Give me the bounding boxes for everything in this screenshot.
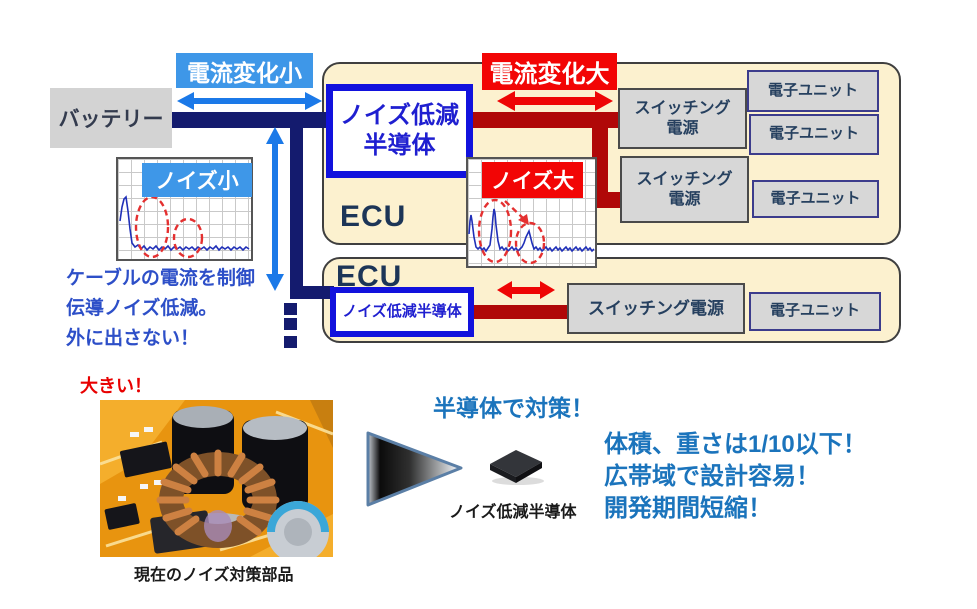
cable-note-line1: ケーブルの電流を制御: [66, 268, 255, 289]
size-label: 大きい！: [80, 376, 152, 396]
battery-cable-stub: [290, 286, 334, 299]
noise-large-label: ノイズ大: [482, 162, 583, 198]
double-arrow-vertical-blue-icon: [266, 127, 284, 291]
switching-power-3-box: スイッチング電源: [567, 283, 745, 334]
benefits-list: 体積、重さは1/10以下！ 広帯域で設計容易！ 開発期間短縮！: [604, 429, 867, 525]
current-change-small-label: 電流変化小: [176, 53, 313, 88]
switching-power-2-box: スイッチング 電源: [620, 156, 749, 223]
battery-label: バッテリー: [58, 108, 164, 131]
noise-semiconductor-small-box: ノイズ低減半導体: [330, 287, 474, 337]
benefit-line2: 広帯域で設計容易！: [604, 463, 820, 490]
switching-power-2-line1: スイッチング: [636, 170, 733, 188]
electronic-unit-1-box: 電子ユニット: [747, 70, 879, 112]
pcb-photo: [100, 400, 333, 557]
cable-note: ケーブルの電流を制御 伝導ノイズ低減。 外に出さない！: [66, 264, 255, 354]
switching-power-2-line2: 電源: [668, 190, 701, 208]
double-arrow-small-red-icon: [497, 281, 555, 299]
noisy-cable-horizontal-1: [466, 112, 622, 128]
switching-power-1-box: スイッチング 電源: [618, 88, 747, 149]
photo-caption: 現在のノイズ対策部品: [134, 567, 294, 584]
switching-power-1-line2: 電源: [666, 119, 699, 137]
cable-dash-2: [284, 318, 297, 330]
switching-power-1-line1: スイッチング: [634, 99, 731, 117]
ecu-label-1: ECU: [340, 200, 407, 233]
battery-box: バッテリー: [50, 88, 172, 148]
cable-dash-3: [284, 336, 297, 348]
dashed-arrowhead-icon: [518, 214, 529, 225]
noise-semiconductor-line1: ノイズ低減: [339, 102, 460, 129]
current-change-large-label: 電流変化大: [482, 53, 617, 90]
double-arrow-horizontal-blue-icon: [177, 92, 322, 110]
noise-small-label: ノイズ小: [142, 163, 252, 197]
electronic-unit-4-box: 電子ユニット: [749, 292, 881, 331]
noise-large-trace: [468, 198, 595, 265]
semiconductor-chip-icon: [490, 450, 544, 485]
electronic-unit-2-box: 電子ユニット: [749, 114, 879, 155]
cable-note-line3: 外に出さない！: [66, 328, 200, 349]
double-arrow-horizontal-red-icon: [497, 91, 613, 111]
cable-note-line2: 伝導ノイズ低減。: [66, 298, 218, 319]
noise-small-trace: [119, 195, 250, 259]
toroid-coil: [156, 449, 280, 548]
shrink-arrow-icon: [366, 431, 463, 507]
cable-dash-1: [284, 303, 297, 315]
noise-semiconductor-line2: 半導体: [363, 132, 436, 159]
battery-cable-horizontal: [172, 112, 342, 128]
silver-capacitor: [267, 501, 329, 557]
electronic-unit-3-box: 電子ユニット: [752, 180, 879, 218]
solution-title: 半導体で対策！: [433, 395, 594, 421]
chip-caption: ノイズ低減半導体: [449, 504, 577, 521]
noisy-cable-branch: [592, 192, 622, 208]
noise-semiconductor-box: ノイズ低減 半導体: [326, 84, 473, 178]
benefit-line1: 体積、重さは1/10以下！: [604, 431, 867, 458]
benefit-line3: 開発期間短縮！: [604, 495, 772, 522]
battery-cable-vertical: [290, 115, 303, 299]
noisy-cable-horizontal-2: [474, 305, 568, 319]
